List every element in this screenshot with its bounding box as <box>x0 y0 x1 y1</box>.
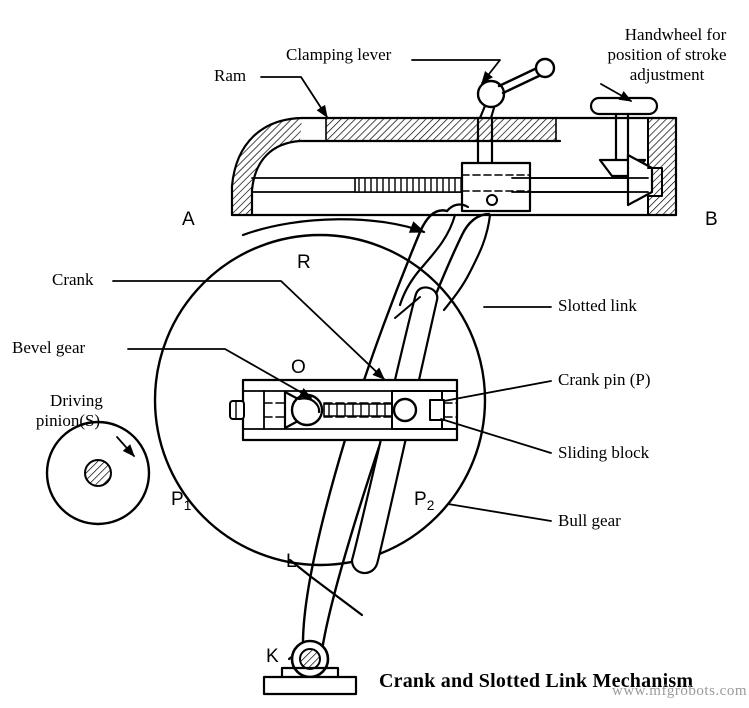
driving-pinion <box>45 420 151 526</box>
p2-subscript: 2 <box>426 497 435 513</box>
point-label-a: A <box>182 209 195 230</box>
crank-carrier <box>229 378 459 442</box>
callout-clamping-lever: Clamping lever <box>286 45 392 64</box>
callout-slotted-link: Slotted link <box>558 296 637 315</box>
watermark: www.mfgrobots.com <box>612 683 748 699</box>
leader-lines <box>112 59 633 522</box>
callout-crank: Crank <box>52 270 94 289</box>
point-label-p1: P1 <box>171 489 191 514</box>
point-label-o: O <box>291 357 306 378</box>
clamping-lever <box>476 57 556 109</box>
rotation-arrow <box>241 218 426 237</box>
figure-title: Crank and Slotted Link Mechanism <box>379 670 694 692</box>
point-label-b: B <box>705 209 718 230</box>
point-label-l: L <box>286 551 297 572</box>
callout-sliding-block: Sliding block <box>558 443 650 462</box>
point-label-k: K <box>266 646 279 667</box>
bull-gear <box>153 233 487 567</box>
callout-bevel-gear: Bevel gear <box>12 338 86 357</box>
p2-base: P <box>414 489 427 510</box>
callout-bull-gear: Bull gear <box>558 511 621 530</box>
p1-base: P <box>171 489 184 510</box>
pivot-k <box>262 639 358 696</box>
callout-handwheel: Handwheel for position of stroke adjustm… <box>607 25 727 85</box>
point-label-r: R <box>297 252 311 273</box>
callout-crank-pin: Crank pin (P) <box>558 370 651 389</box>
callout-driving-pinion: Driving pinion(S) <box>35 391 103 431</box>
callout-ram: Ram <box>214 66 247 85</box>
ram-assembly <box>230 99 678 217</box>
point-label-p2: P2 <box>414 489 434 514</box>
handwheel-assembly <box>511 96 663 207</box>
p1-subscript: 1 <box>183 497 192 513</box>
